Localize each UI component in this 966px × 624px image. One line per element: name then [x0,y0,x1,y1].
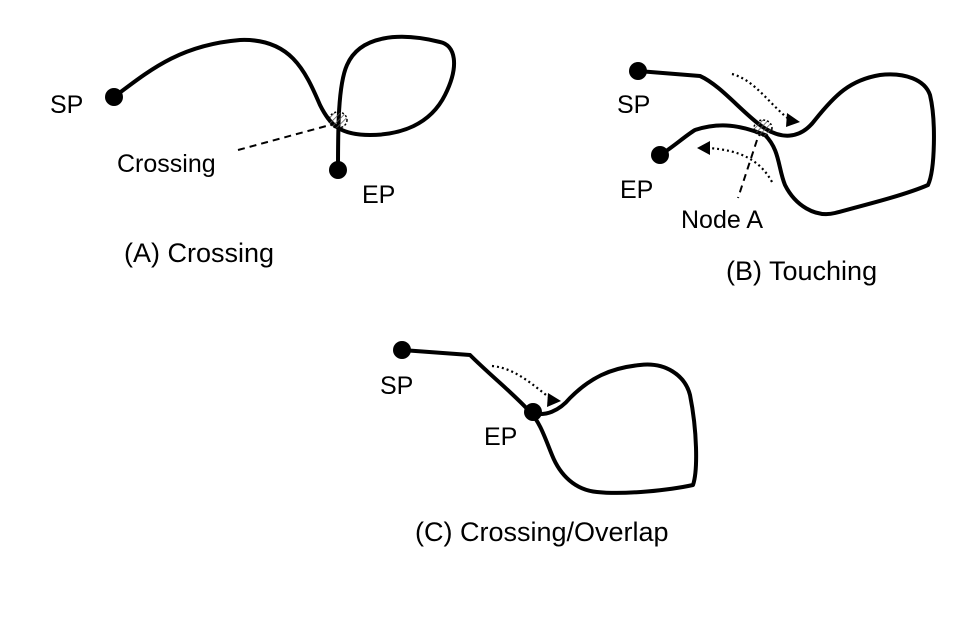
panel-b-return-arrowhead [697,141,710,155]
panel-a-start-label: SP [50,91,83,119]
panel-a-crossing-marker [328,111,348,129]
panel-a-start-point [105,88,123,106]
panel-a-end-point [329,161,347,179]
panel-b-route-path [636,69,936,217]
panel-b-forward-arrow [731,72,791,121]
panel-b-node-a-marker [753,119,773,137]
panel-b-callout-line [737,139,758,199]
panel-b-caption: (B) Touching [726,256,877,286]
panel-b-return-arrow [707,146,773,183]
panel-a-callout-label: Crossing [117,150,216,178]
panel-a-route-path [112,34,457,172]
panel-c: SP EP (C) Crossing/Overlap [380,341,699,547]
panel-b-end-label: EP [620,176,653,204]
panel-a-callout-line [237,124,331,151]
panel-c-start-label: SP [380,372,413,400]
panel-c-forward-arrowhead [547,393,561,407]
panel-b-end-point [651,146,669,164]
panel-b: SP EP Node A (B) Touching [617,62,936,286]
panel-a-end-label: EP [362,181,395,209]
panel-c-caption: (C) Crossing/Overlap [415,517,669,547]
panel-b-start-point [629,62,647,80]
panel-c-start-point [393,341,411,359]
panel-b-start-label: SP [617,91,650,119]
panel-b-forward-arrowhead [786,113,800,127]
panel-a: SP EP Crossing (A) Crossing [50,34,457,268]
panel-c-end-label: EP [484,423,517,451]
panel-b-callout-label: Node A [681,206,763,234]
panel-a-caption: (A) Crossing [124,238,274,268]
panel-c-route-path [400,348,699,495]
panel-c-end-point [524,403,542,421]
panel-c-forward-arrow [491,364,551,399]
